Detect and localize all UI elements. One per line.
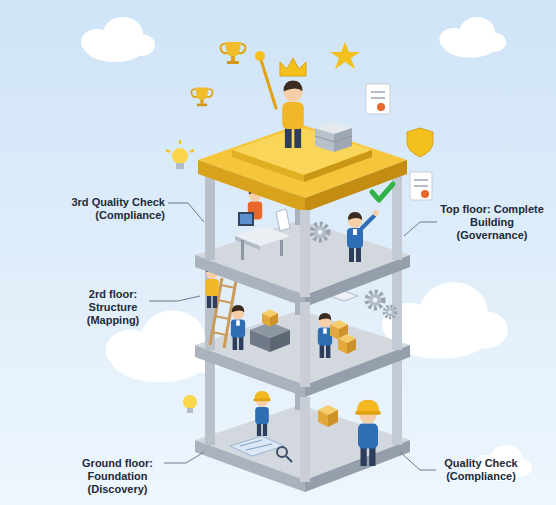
achievement-icons xyxy=(166,42,433,413)
callout-label: 2rd floor: Structure (Mapping) xyxy=(78,288,148,327)
callout-label: Quality Check (Compliance) xyxy=(436,457,526,483)
callout-label: Top floor: Complete Building (Governance… xyxy=(440,203,544,242)
gold-top-floor xyxy=(198,51,407,212)
callout-label: Ground floor: Foundation (Discovery) xyxy=(70,457,165,496)
callout-label: 3rd Quality Check (Compliance) xyxy=(55,196,165,222)
clouds xyxy=(81,17,532,481)
front-columns xyxy=(300,210,310,482)
leader-lines xyxy=(149,203,437,470)
